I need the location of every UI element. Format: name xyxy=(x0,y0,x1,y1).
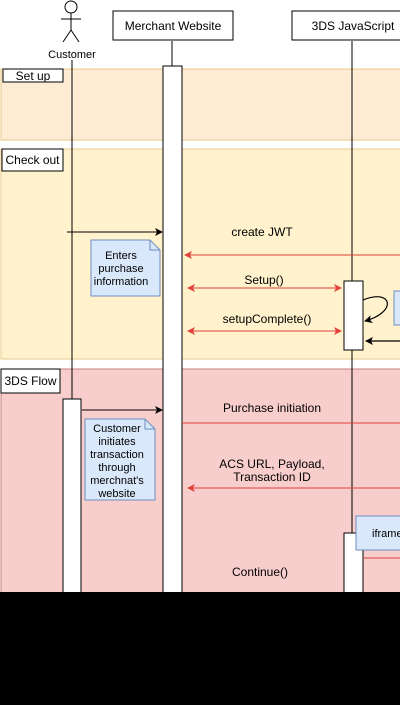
threeds-actor-label: 3DS JavaScript xyxy=(312,19,395,33)
customer-actor-icon xyxy=(61,0,81,43)
flow-label: 3DS Flow xyxy=(4,374,56,388)
customer-initiates-note-line-5: merchnat's xyxy=(90,475,144,487)
setup-label: Set up xyxy=(16,69,51,83)
checkout-label-box xyxy=(1,148,64,172)
flow-label-box xyxy=(0,368,61,394)
threeds-activation-bar-setup xyxy=(343,280,364,351)
continue-call-label: Continue() xyxy=(232,565,288,579)
customer-initiates-note-line-2: initiates xyxy=(98,436,136,448)
threeds-actor-box xyxy=(291,10,400,41)
enters-info-note-line-3: information xyxy=(94,276,148,288)
enters-info-note-line-1: Enters xyxy=(105,250,137,262)
acs-response-label-line-2: Transaction ID xyxy=(233,470,311,484)
self-call-arrow xyxy=(362,296,388,324)
create-jwt-label: create JWT xyxy=(231,225,293,239)
customer-initiates-note-line-6: website xyxy=(97,488,135,500)
acs-response-label-line-1: ACS URL, Payload, xyxy=(219,457,324,471)
merchant-actor-label: Merchant Website xyxy=(125,19,222,33)
setup-complete-label: setupComplete() xyxy=(223,312,312,326)
merchant-activation-bar xyxy=(162,65,183,594)
enters-info-note-line-2: purchase xyxy=(98,263,143,275)
bottom-black-area xyxy=(0,592,400,700)
iframe-label: iframe xyxy=(372,528,400,540)
iframe-box xyxy=(355,515,400,551)
setup-call-label: Setup() xyxy=(244,273,283,287)
enters-info-note xyxy=(90,239,161,297)
customer-activation-bar xyxy=(62,398,82,594)
merchant-actor-box xyxy=(112,10,234,41)
customer-initiates-note-line-1: Customer xyxy=(93,423,141,435)
setup-section xyxy=(0,68,400,141)
checkout-section xyxy=(0,148,400,360)
customer-initiates-note-line-4: through xyxy=(98,462,135,474)
customer-initiates-note-line-3: transaction xyxy=(90,449,144,461)
setup-label-box xyxy=(2,68,64,83)
customer-actor-label: Customer xyxy=(48,49,96,61)
offscreen-note-fragment xyxy=(393,290,400,326)
customer-initiates-note xyxy=(84,418,156,501)
enters-info-note-fold xyxy=(149,240,160,251)
checkout-label: Check out xyxy=(5,153,60,167)
customer-initiates-note-fold xyxy=(144,419,155,430)
purchase-initiation-label: Purchase initiation xyxy=(223,401,321,415)
flow-section xyxy=(0,368,400,594)
